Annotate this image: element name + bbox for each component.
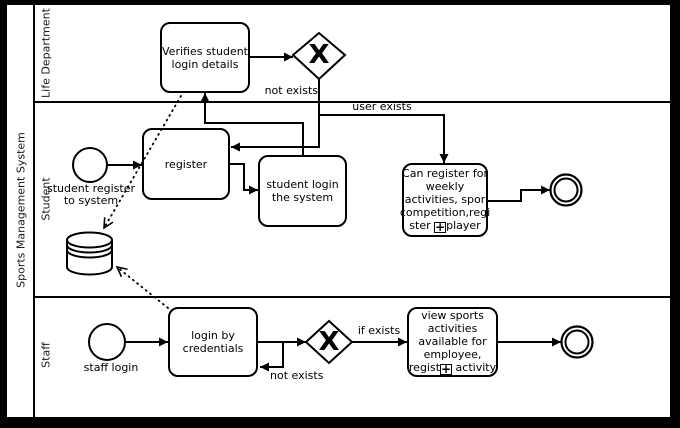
flow-label-if-exists: if exists — [357, 324, 401, 337]
subprocess-plus-icon: + — [434, 220, 447, 234]
task-verifies-student-login-details: Verifies student login details — [160, 22, 250, 93]
start-event-label-staff: staff login — [83, 361, 139, 374]
subprocess-plus-icon: + — [440, 362, 453, 376]
gateway-x-symbol: X — [308, 39, 330, 70]
task-register: register — [142, 128, 230, 200]
pool-label: Sports Management System — [14, 132, 28, 288]
gateway-x-symbol: X — [318, 326, 340, 357]
flow-label-user-exists: user exists — [352, 100, 412, 113]
task-view-sports-activities: view sports activities available for emp… — [407, 307, 498, 377]
lane-label-life-department: Life Department — [39, 8, 53, 98]
start-event-label-student: student register to system — [47, 182, 135, 207]
task-login-by-credentials: login by credentials — [168, 307, 258, 377]
task-student-login-the-system: student login the system — [258, 155, 347, 227]
flow-label-not-exists-staff: not exists — [270, 369, 324, 382]
task-can-register-weekly-activities: Can register for weekly activities, spor… — [400, 163, 490, 237]
lane-label-staff: Staff — [39, 342, 53, 368]
pool-label-separator — [33, 5, 35, 417]
lane-border-1 — [33, 101, 670, 103]
flow-label-not-exists-top: not exists — [264, 84, 318, 97]
lane-border-2 — [33, 296, 670, 298]
